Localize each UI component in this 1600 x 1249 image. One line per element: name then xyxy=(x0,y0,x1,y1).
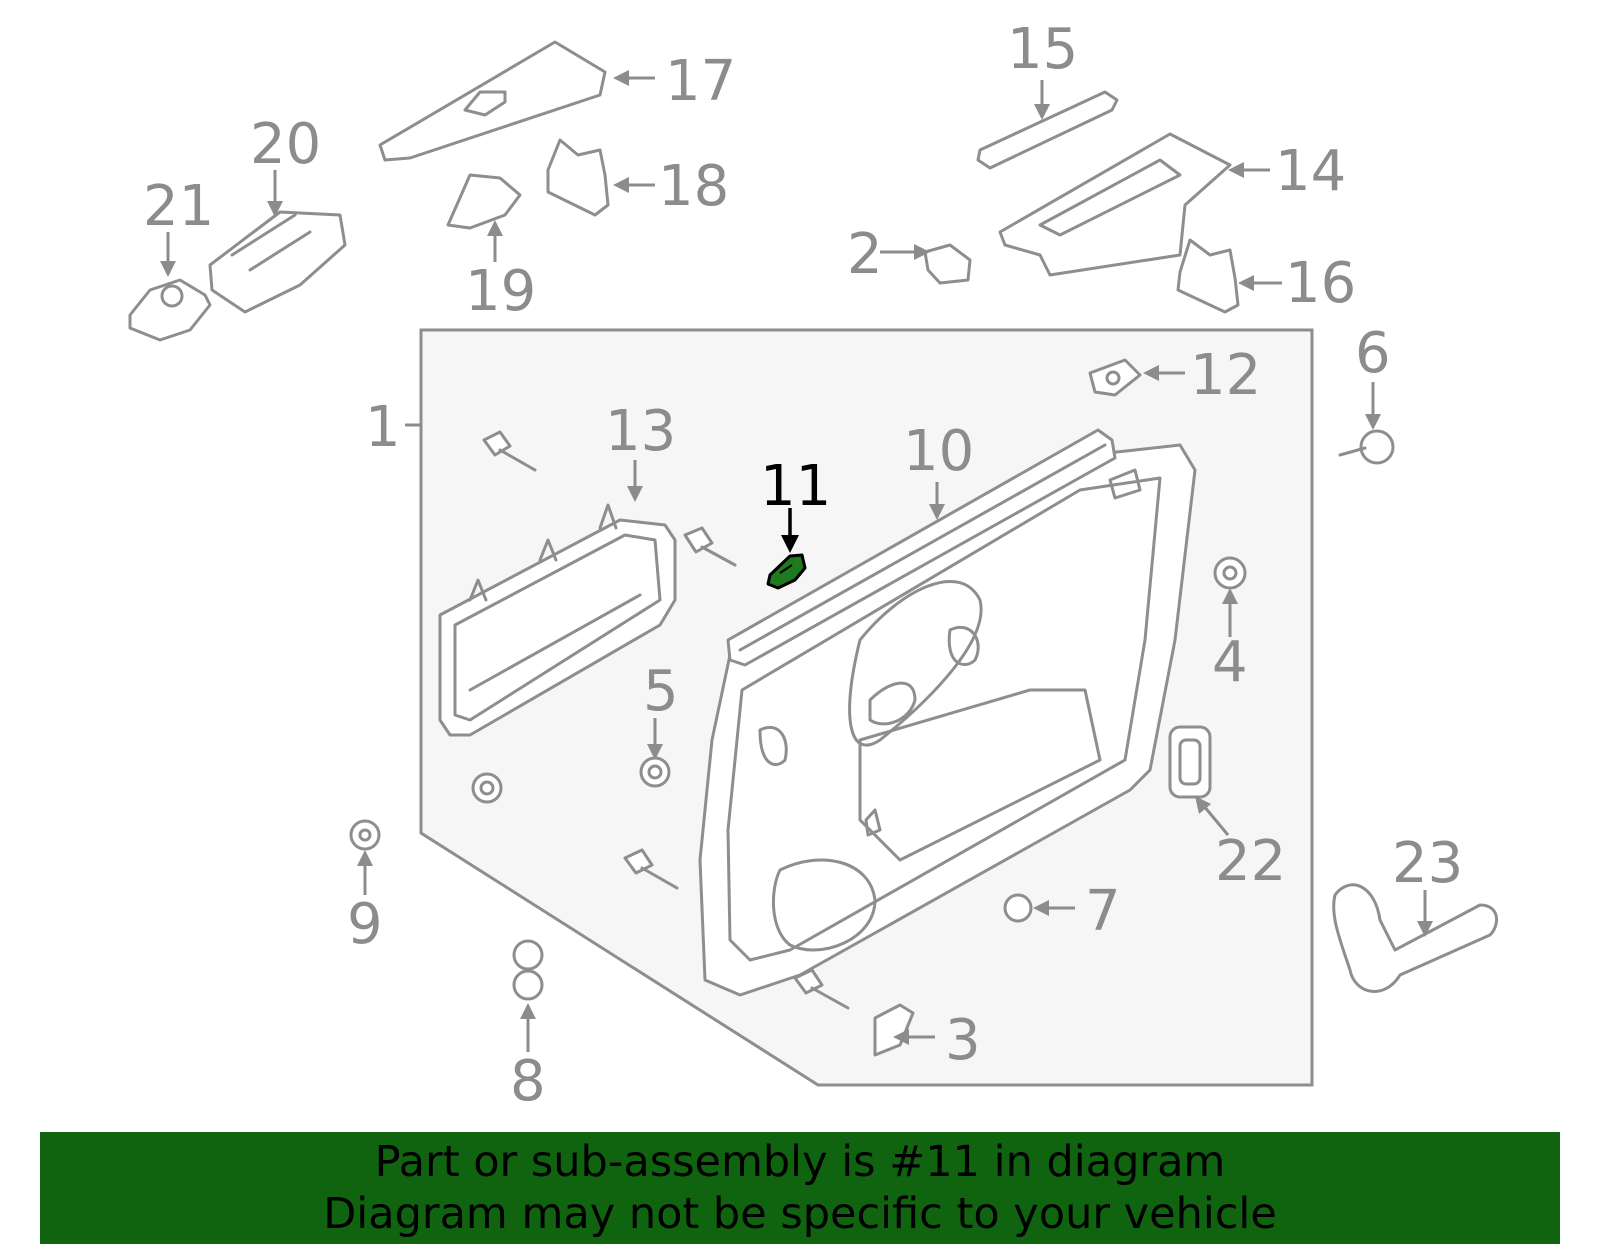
bracket-part-3[interactable] xyxy=(873,1003,915,1057)
callout-5: 5 xyxy=(643,659,679,724)
callout-11: 11 xyxy=(760,454,831,519)
handle-part-23[interactable] xyxy=(1332,883,1499,993)
screw-part[interactable] xyxy=(683,526,737,567)
switch-part-22[interactable] xyxy=(1168,725,1212,799)
leader-lines xyxy=(160,70,1433,1052)
callout-19: 19 xyxy=(465,259,536,324)
armrest-part-14[interactable] xyxy=(998,132,1232,277)
clip-part-7[interactable] xyxy=(1003,893,1033,923)
clip-part-9[interactable] xyxy=(349,819,381,851)
callout-16: 16 xyxy=(1285,251,1356,316)
banner-line-disclaimer: Diagram may not be specific to your vehi… xyxy=(323,1189,1277,1239)
callout-4: 4 xyxy=(1212,630,1248,695)
callout-12: 12 xyxy=(1190,343,1261,408)
callout-23: 23 xyxy=(1392,831,1463,896)
callout-6: 6 xyxy=(1355,321,1391,386)
retainer-part-2[interactable] xyxy=(923,243,972,285)
clip-part-5[interactable] xyxy=(639,756,671,788)
callout-17: 17 xyxy=(665,49,736,114)
belt-molding-part[interactable] xyxy=(726,428,1117,667)
cover-part-12[interactable] xyxy=(1088,358,1142,397)
clip-part[interactable] xyxy=(471,772,503,804)
parts-diagram: 1 2 3 4 5 6 7 8 9 10 11 12 13 14 15 16 1… xyxy=(128,17,1499,1114)
screw-part[interactable] xyxy=(793,968,850,1010)
clip-part-8[interactable] xyxy=(512,939,544,1001)
callout-18: 18 xyxy=(658,154,729,219)
leader-arrow-11 xyxy=(781,535,799,553)
callout-10: 10 xyxy=(903,419,974,484)
info-banner: Part or sub-assembly is #11 in diagram D… xyxy=(40,1132,1560,1244)
screw-part[interactable] xyxy=(482,430,537,472)
switch-bezel-part-17[interactable] xyxy=(378,40,607,162)
callout-14: 14 xyxy=(1275,139,1346,204)
callout-9: 9 xyxy=(347,892,383,957)
clip-part-4[interactable] xyxy=(1213,556,1247,590)
bracket-part-18[interactable] xyxy=(546,138,610,217)
clip-part-6[interactable] xyxy=(1338,429,1395,465)
callout-1: 1 xyxy=(365,395,401,460)
callout-13: 13 xyxy=(605,399,676,464)
callout-3: 3 xyxy=(945,1008,981,1073)
callout-2: 2 xyxy=(847,222,883,287)
callout-labels: 1 2 3 4 5 6 7 8 9 10 11 12 13 14 15 16 1… xyxy=(143,17,1463,1114)
callout-15: 15 xyxy=(1007,17,1078,82)
screw-part[interactable] xyxy=(623,848,679,890)
callout-8: 8 xyxy=(510,1049,546,1114)
callout-22: 22 xyxy=(1215,829,1286,894)
armrest-cover-part-15[interactable] xyxy=(976,90,1119,170)
door-trim-panel-part[interactable] xyxy=(698,443,1197,997)
banner-line-part-number: Part or sub-assembly is #11 in diagram xyxy=(374,1137,1226,1187)
callout-21: 21 xyxy=(143,174,214,239)
mirror-switch-part-21[interactable] xyxy=(128,278,212,342)
window-switch-part-20[interactable] xyxy=(208,210,347,314)
callout-20: 20 xyxy=(250,112,321,177)
bracket-part-16[interactable] xyxy=(1176,238,1240,314)
map-pocket-part[interactable] xyxy=(438,503,677,737)
clip-part-11[interactable] xyxy=(766,553,807,590)
switch-part-19[interactable] xyxy=(446,173,522,230)
callout-7: 7 xyxy=(1085,879,1121,944)
